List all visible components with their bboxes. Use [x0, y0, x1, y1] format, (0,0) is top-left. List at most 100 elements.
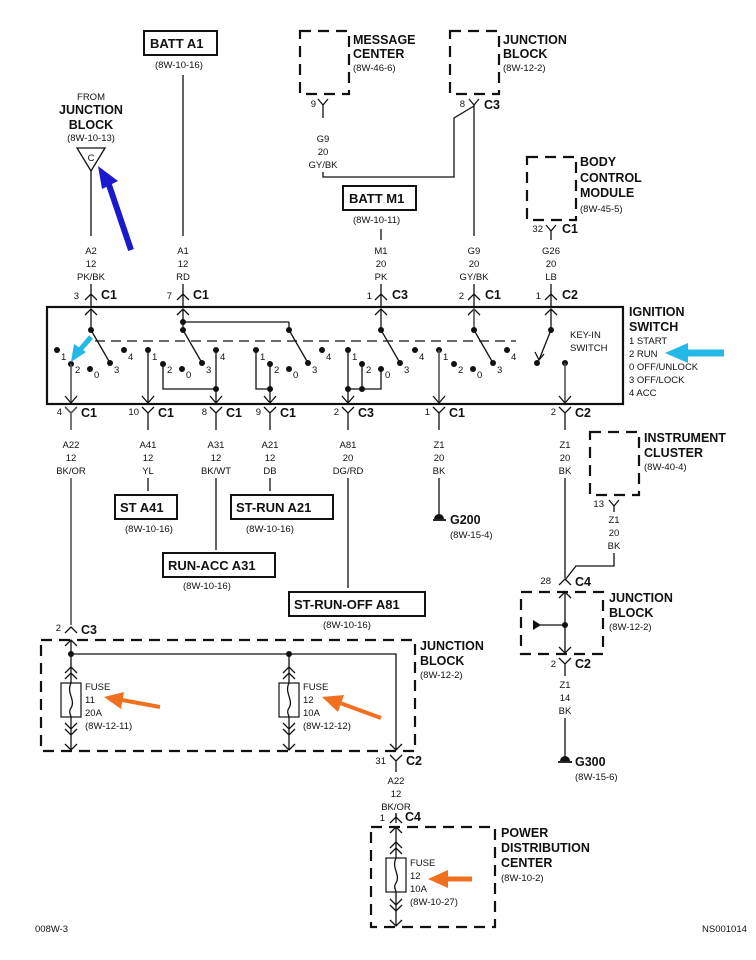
svg-text:(8W-15-4): (8W-15-4) [450, 530, 493, 541]
st-run-off-a81-box: ST-RUN-OFF A81 (8W-10-16) [288, 591, 426, 631]
svg-text:3: 3 [497, 365, 502, 376]
svg-text:C1: C1 [158, 406, 174, 420]
svg-text:GY/BK: GY/BK [459, 272, 489, 283]
svg-text:A22: A22 [388, 776, 405, 787]
svg-text:JUNCTION: JUNCTION [420, 639, 484, 653]
svg-text:2: 2 [75, 365, 80, 376]
svg-text:YL: YL [142, 466, 154, 477]
svg-text:2 RUN: 2 RUN [629, 349, 658, 360]
svg-text:10A: 10A [410, 884, 428, 895]
svg-text:DB: DB [263, 466, 276, 477]
wire-label-g9-mc: G9 20 GY/BK [308, 134, 338, 171]
svg-text:(8W-10-16): (8W-10-16) [183, 581, 231, 592]
svg-text:RD: RD [176, 272, 190, 283]
svg-text:2: 2 [459, 291, 464, 302]
body-control-module: BODY CONTROL MODULE (8W-45-5) 32 C1 [525, 155, 642, 240]
batt-a1-box: BATT A1 (8W-10-16) [143, 30, 218, 71]
svg-text:1: 1 [61, 352, 66, 363]
svg-text:(8W-40-4): (8W-40-4) [644, 462, 687, 473]
svg-text:C3: C3 [392, 288, 408, 302]
svg-text:ST-RUN A21: ST-RUN A21 [236, 500, 311, 515]
svg-text:G26: G26 [542, 246, 560, 257]
ground-g300: G300 (8W-15-6) [558, 755, 618, 783]
cyan-arrow-run-annotation [665, 343, 724, 363]
ignition-top-connectors: 3 C1 7 C1 1 C3 2 C1 1 C2 [74, 284, 578, 308]
svg-text:ST-RUN-OFF A81: ST-RUN-OFF A81 [294, 597, 400, 612]
svg-text:G9: G9 [468, 246, 481, 257]
svg-text:C1: C1 [101, 288, 117, 302]
svg-text:(8W-10-2): (8W-10-2) [501, 873, 544, 884]
svg-text:CONTROL: CONTROL [580, 171, 642, 185]
svg-text:4: 4 [220, 352, 225, 363]
svg-text:C3: C3 [484, 98, 500, 112]
cyan-arrow-switch-annotation [71, 335, 93, 362]
wire-g9-splice [322, 105, 475, 178]
svg-text:RUN-ACC A31: RUN-ACC A31 [168, 558, 256, 573]
svg-text:12: 12 [265, 453, 276, 464]
svg-text:Z1: Z1 [433, 440, 444, 451]
svg-text:20: 20 [434, 453, 445, 464]
svg-text:SWITCH: SWITCH [629, 320, 678, 334]
svg-text:ST A41: ST A41 [120, 500, 164, 515]
svg-text:FUSE: FUSE [303, 682, 328, 693]
svg-text:C1: C1 [449, 406, 465, 420]
svg-text:8: 8 [202, 407, 207, 418]
svg-text:(8W-15-6): (8W-15-6) [575, 772, 618, 783]
svg-text:JUNCTION: JUNCTION [59, 103, 123, 117]
svg-text:PK/BK: PK/BK [77, 272, 106, 283]
svg-text:20: 20 [376, 259, 387, 270]
svg-text:1: 1 [352, 352, 357, 363]
svg-text:1: 1 [443, 352, 448, 363]
svg-text:C2: C2 [406, 754, 422, 768]
svg-text:20: 20 [560, 453, 571, 464]
svg-text:BK: BK [559, 466, 572, 477]
svg-text:C1: C1 [562, 222, 578, 236]
svg-text:Z1: Z1 [559, 680, 570, 691]
svg-text:Z1: Z1 [608, 515, 619, 526]
svg-text:BATT A1: BATT A1 [150, 36, 203, 51]
svg-text:4: 4 [57, 407, 62, 418]
st-run-a21-box: ST-RUN A21 (8W-10-16) [230, 494, 334, 535]
svg-text:2: 2 [274, 365, 279, 376]
svg-text:3: 3 [404, 365, 409, 376]
svg-text:2: 2 [551, 407, 556, 418]
svg-text:FUSE: FUSE [410, 858, 435, 869]
svg-text:(8W-46-6): (8W-46-6) [353, 63, 396, 74]
svg-text:(8W-10-16): (8W-10-16) [125, 524, 173, 535]
svg-text:10: 10 [128, 407, 139, 418]
svg-text:4: 4 [419, 352, 424, 363]
svg-text:BLOCK: BLOCK [420, 654, 464, 668]
svg-text:10A: 10A [303, 708, 321, 719]
svg-text:32: 32 [532, 224, 543, 235]
svg-text:A21: A21 [262, 440, 279, 451]
svg-text:(8W-12-2): (8W-12-2) [420, 670, 463, 681]
svg-text:BK/OR: BK/OR [56, 466, 86, 477]
svg-text:C: C [88, 153, 95, 164]
page-code-left: 008W-3 [35, 924, 68, 935]
svg-text:C4: C4 [575, 575, 591, 589]
svg-text:7: 7 [167, 291, 172, 302]
svg-text:20: 20 [546, 259, 557, 270]
svg-text:12: 12 [211, 453, 222, 464]
svg-text:12: 12 [86, 259, 97, 270]
svg-text:1 START: 1 START [629, 336, 667, 347]
svg-text:12: 12 [303, 695, 314, 706]
svg-text:BK/OR: BK/OR [381, 802, 411, 813]
svg-text:BK: BK [608, 541, 621, 552]
svg-text:C1: C1 [280, 406, 296, 420]
svg-text:2: 2 [366, 365, 371, 376]
svg-text:1: 1 [536, 291, 541, 302]
svg-text:20: 20 [609, 528, 620, 539]
blue-arrow-annotation [98, 166, 134, 251]
ignition-switch-legend: IGNITION SWITCH 1 START 2 RUN 0 OFF/UNLO… [629, 305, 699, 399]
batt-m1-box: BATT M1 (8W-10-11) [342, 185, 417, 226]
svg-text:DISTRIBUTION: DISTRIBUTION [501, 841, 590, 855]
svg-text:JUNCTION: JUNCTION [609, 591, 673, 605]
svg-text:JUNCTION: JUNCTION [503, 33, 567, 47]
svg-text:(8W-12-12): (8W-12-12) [303, 721, 351, 732]
message-center: MESSAGE CENTER (8W-46-6) 9 [298, 29, 416, 118]
page-code-right: NS001014 [702, 924, 747, 935]
svg-text:A22: A22 [63, 440, 80, 451]
svg-text:4: 4 [128, 352, 133, 363]
svg-text:1: 1 [367, 291, 372, 302]
